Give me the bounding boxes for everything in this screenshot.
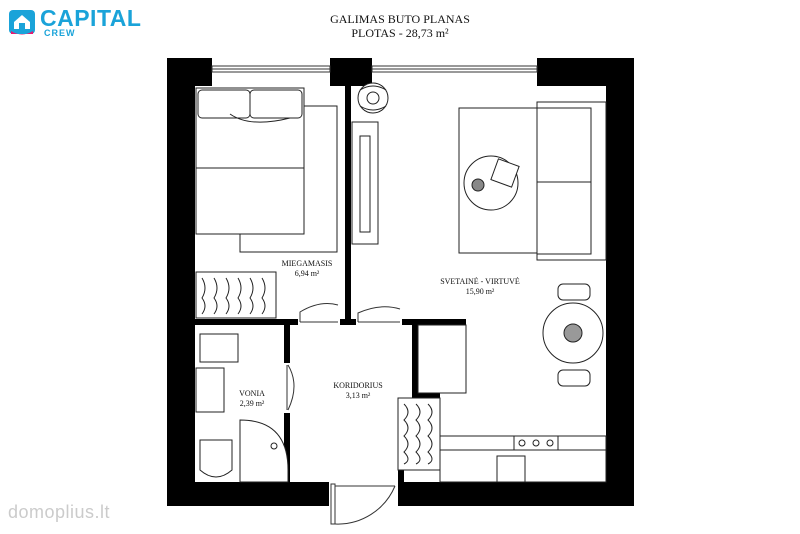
sofa	[536, 101, 607, 261]
corridor-wardrobe	[397, 397, 441, 471]
bath-fixtures	[195, 333, 289, 483]
room-area-living: 15,90 m²	[466, 287, 495, 296]
plan-area-total: PLOTAS - 28,73 m²	[351, 26, 449, 40]
room-area-corridor: 3,13 m²	[346, 391, 371, 400]
room-labels: MIEGAMASIS 6,94 m² SVETAINĖ - VIRTUVĖ 15…	[239, 259, 520, 408]
brand-sub: CREW	[44, 28, 76, 38]
room-name-bedroom: MIEGAMASIS	[282, 259, 333, 268]
inner-doors	[286, 303, 401, 411]
kitchen-counter	[439, 435, 607, 483]
bed	[195, 87, 338, 253]
coffee-table	[463, 155, 520, 211]
corridor-cabinet	[417, 324, 467, 394]
room-name-living: SVETAINĖ - VIRTUVĖ	[440, 277, 520, 286]
windows	[211, 65, 538, 73]
entry-door	[330, 483, 396, 525]
room-area-bedroom: 6,94 m²	[295, 269, 320, 278]
tv-unit	[351, 121, 379, 245]
room-name-corridor: KORIDORIUS	[333, 381, 382, 390]
walls	[167, 58, 634, 506]
brand-logo: CAPITAL CREW	[8, 6, 143, 38]
dining-set	[542, 283, 604, 387]
room-name-bath: VONIA	[239, 389, 265, 398]
plan-title: GALIMAS BUTO PLANAS	[330, 12, 470, 26]
brand-name: CAPITAL	[40, 5, 142, 31]
room-area-bath: 2,39 m²	[240, 399, 265, 408]
watermark: domoplius.lt	[8, 502, 111, 522]
bedroom-wardrobe	[195, 271, 277, 319]
plant	[357, 82, 389, 114]
house-logo-icon	[9, 10, 35, 35]
